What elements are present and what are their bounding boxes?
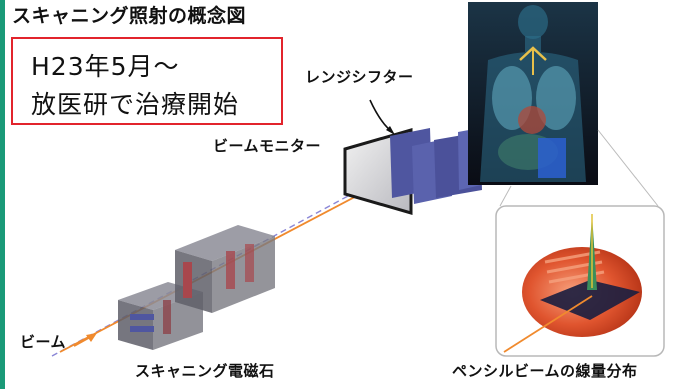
pencil-beam-dose-inset (495, 205, 665, 357)
inset-connector-left (499, 185, 512, 207)
inset-connector-right (597, 129, 659, 207)
beam-arrow-icon (73, 333, 97, 347)
callout-arrow-icon (369, 99, 395, 135)
label-range-shifter: レンジシフター (305, 68, 414, 86)
diagram-title: スキャニング照射の概念図 (12, 5, 247, 27)
label-scanning-magnet: スキャニング電磁石 (135, 362, 275, 380)
patient-body-image (468, 2, 598, 185)
left-accent-rule (0, 0, 5, 389)
scanning-magnet-rear (175, 225, 275, 313)
note-line-treatment: 放医研で治療開始 (31, 90, 240, 119)
label-beam-monitor: ビームモニター (213, 137, 322, 155)
treatment-start-note: H23年5月～ 放医研で治療開始 (11, 37, 283, 125)
label-beam: ビーム (20, 333, 67, 351)
note-line-date: H23年5月～ (31, 52, 180, 81)
inset-beam-line (503, 295, 593, 353)
label-pencil-beam-dose: ペンシルビームの線量分布 (452, 362, 638, 380)
